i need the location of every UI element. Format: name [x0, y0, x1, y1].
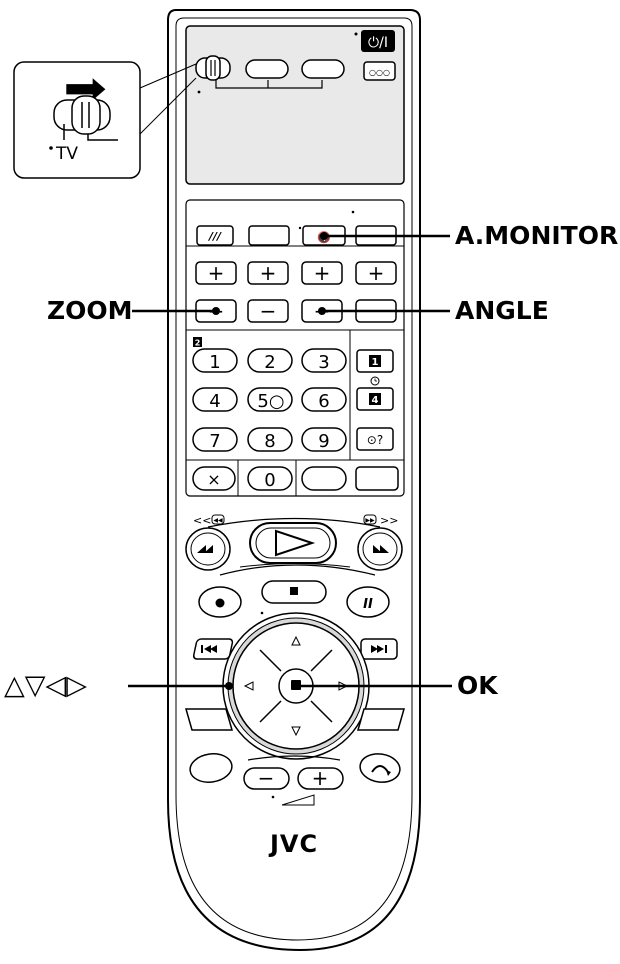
- a-monitor-callout: A.MONITOR: [455, 221, 619, 250]
- rewind-button[interactable]: [185, 527, 231, 571]
- clock-icon: [370, 376, 380, 386]
- rewind-hint: <<: [193, 514, 211, 527]
- power-label: ⏻/I: [368, 35, 388, 51]
- volume-plus-label: +: [312, 766, 329, 790]
- ok-callout: OK: [457, 671, 498, 700]
- number-button-5[interactable]: [247, 387, 293, 412]
- down-arrow-icon: [291, 726, 301, 737]
- minus-button-2[interactable]: [247, 299, 289, 323]
- plus-label-3: +: [314, 261, 331, 285]
- clear-label: ×: [207, 470, 220, 489]
- number-keypad: 1 2 3 4 5○ 6 7 8 9 × 0: [192, 348, 399, 491]
- pause-button[interactable]: [346, 586, 390, 618]
- display-label: ○○○: [369, 68, 390, 77]
- inset-switch-knob: [71, 95, 101, 135]
- badge-4-label: 4: [372, 395, 379, 406]
- badge-2-label: 2: [195, 339, 201, 348]
- blank-oval-button[interactable]: [301, 466, 347, 491]
- up-arrow-icon: [291, 635, 301, 646]
- mid-frame: [185, 199, 405, 497]
- badge-1-label: 1: [372, 357, 379, 368]
- plus-label-2: +: [260, 261, 277, 285]
- pause-icon: II: [363, 597, 373, 612]
- number-button-2[interactable]: [247, 348, 293, 373]
- number-label-1: 1: [209, 352, 220, 373]
- plus-row: + + + +: [195, 261, 397, 285]
- plus-button-1[interactable]: [195, 261, 237, 285]
- number-label-3: 3: [318, 352, 329, 373]
- play-icon: [275, 529, 316, 557]
- number-label-4: 4: [209, 391, 220, 412]
- number-label-0: 0: [264, 470, 275, 491]
- plus-label-4: +: [368, 261, 385, 285]
- top-oval-button-2[interactable]: [301, 59, 345, 79]
- skip-forward-icon: [371, 645, 387, 653]
- number-button-6[interactable]: [301, 387, 347, 412]
- top-panel: [185, 25, 405, 185]
- number-button-0[interactable]: [247, 466, 293, 491]
- tv-switch-knob: [205, 55, 221, 81]
- inset-arrow: [66, 78, 106, 101]
- volume-plus-button[interactable]: [297, 767, 344, 790]
- angle-callout: ANGLE: [455, 296, 549, 325]
- timer-label: ⊙?: [367, 433, 383, 447]
- power-button[interactable]: [361, 30, 395, 52]
- volume-minus-button[interactable]: [243, 767, 290, 790]
- number-label-5: 5○: [257, 391, 284, 412]
- minus-label-2: −: [260, 299, 277, 323]
- zoom-callout: ZOOM: [47, 296, 133, 325]
- number-label-7: 7: [209, 431, 220, 452]
- plus-button-2[interactable]: [247, 261, 289, 285]
- number-button-3[interactable]: [301, 348, 347, 373]
- number-button-4[interactable]: [192, 387, 238, 412]
- number-button-7[interactable]: [192, 427, 238, 452]
- return-icon: [371, 765, 389, 773]
- number-button-8[interactable]: [247, 427, 293, 452]
- number-label-2: 2: [264, 352, 275, 373]
- record-icon: [215, 598, 225, 608]
- number-label-8: 8: [264, 431, 275, 452]
- blank-rect-button[interactable]: [355, 466, 399, 491]
- left-arrow-icon: [243, 681, 254, 691]
- volume-minus-label: −: [258, 766, 275, 790]
- left-side-button[interactable]: [185, 708, 233, 731]
- volume-wedge: [281, 794, 315, 806]
- plus-button-3[interactable]: [301, 261, 343, 285]
- slash-label: ///: [207, 230, 222, 243]
- number-label-6: 6: [318, 391, 329, 412]
- bottom-left-button[interactable]: [188, 751, 233, 785]
- badge-2: [193, 337, 202, 347]
- jvc-logo: JVC: [268, 830, 318, 858]
- plus-label-1: +: [208, 261, 225, 285]
- svg-text:◀◀: ◀◀: [213, 517, 223, 524]
- stop-icon: [290, 587, 298, 595]
- top-oval-button-1[interactable]: [245, 59, 289, 79]
- number-button-9[interactable]: [301, 427, 347, 452]
- right-side-button[interactable]: [357, 708, 405, 731]
- slash-button[interactable]: [196, 225, 234, 246]
- forward-hint: >>: [380, 514, 398, 527]
- number-button-1[interactable]: [192, 348, 238, 373]
- inset-switch-label: TV: [55, 144, 78, 164]
- display-button[interactable]: [363, 61, 396, 81]
- arrows-callout: △▽◁▷: [4, 670, 88, 701]
- clear-button[interactable]: [192, 466, 236, 491]
- return-button[interactable]: [358, 751, 402, 784]
- number-label-9: 9: [318, 431, 329, 452]
- skip-back-icon: [201, 645, 217, 653]
- plus-button-4[interactable]: [355, 261, 397, 285]
- blank-button-1[interactable]: [248, 225, 290, 246]
- remote-inner-outline: [175, 17, 413, 941]
- timer-button[interactable]: [356, 427, 394, 451]
- svg-text:▶▶: ▶▶: [365, 517, 375, 524]
